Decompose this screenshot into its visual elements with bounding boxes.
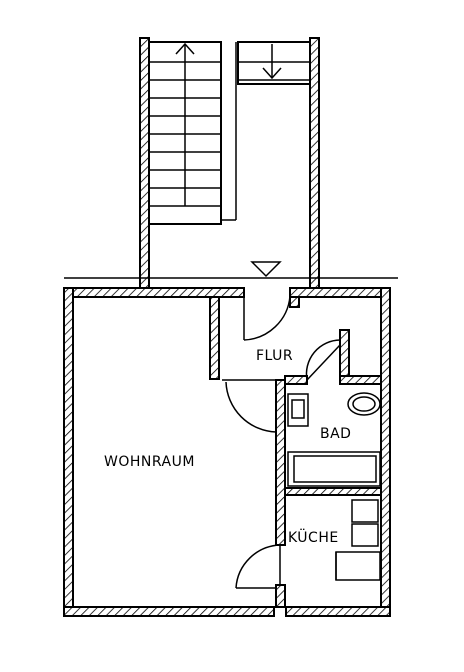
kitchen-counter: [335, 551, 381, 581]
bathroom-fixtures: [287, 392, 381, 487]
outer-walls: [63, 287, 391, 617]
bad-door: [305, 339, 341, 381]
up-arrow-icon: [175, 42, 195, 206]
staircase: [64, 37, 398, 289]
stove-icon: [351, 499, 379, 547]
room-label-wohnraum: WOHNRAUM: [104, 454, 195, 470]
toilet-icon: [287, 393, 309, 427]
stair-wall-left: [139, 37, 150, 289]
room-label-flur: FLUR: [256, 348, 293, 364]
room-label-bad: BAD: [320, 426, 351, 442]
triangle-marker-icon: [250, 261, 282, 278]
kueche-door: [235, 544, 281, 589]
bathtub-icon: [287, 451, 381, 487]
doors: [222, 292, 341, 589]
down-arrow-icon: [262, 44, 282, 80]
stair-flight-down: [221, 41, 311, 221]
stair-wall-right: [309, 37, 320, 289]
sink-icon: [347, 392, 381, 416]
entry-door: [243, 292, 291, 341]
kitchen-fixtures: [335, 499, 381, 581]
stair-flight-up: [148, 41, 222, 225]
room-label-kueche: KÜCHE: [288, 528, 339, 546]
wohnraum-door: [222, 379, 277, 433]
